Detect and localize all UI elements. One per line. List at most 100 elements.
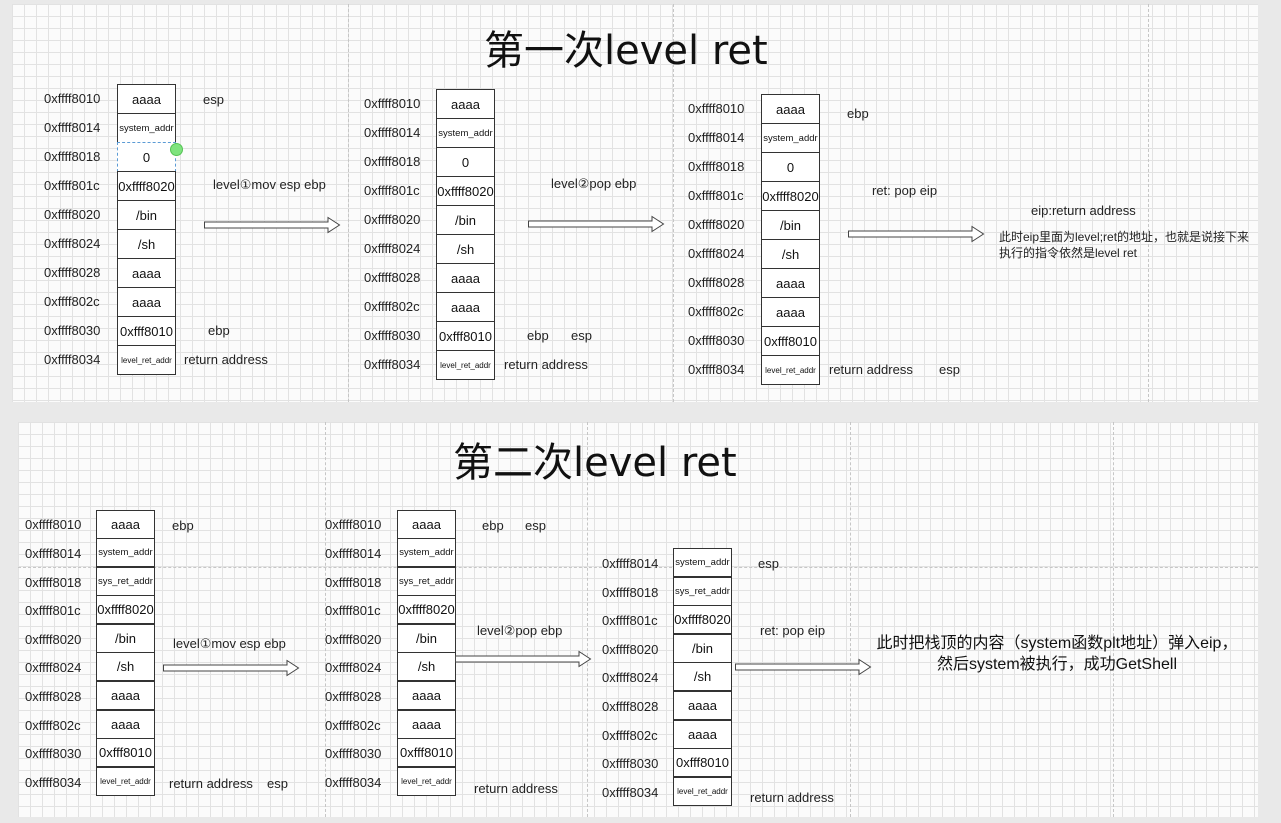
stack-cell[interactable]: 0xfff8010 [117,316,176,346]
return-address-label: return address [184,352,268,367]
stack-cell[interactable]: /bin [96,624,155,653]
stack-cell[interactable]: level_ret_addr [397,767,456,796]
stack-address: 0xffff8034 [325,775,382,790]
stack-cell[interactable]: aaaa [436,263,495,293]
stack-address: 0xffff8020 [364,212,421,227]
note-line: 然后system被执行，成功GetShell [936,656,1178,673]
register-label-esp: esp [571,328,592,343]
stack-cell[interactable]: 0xffff8020 [436,176,495,206]
stack-address: 0xffff8024 [602,670,659,685]
stack-cell[interactable]: /sh [397,652,456,681]
guide-line [1113,422,1114,817]
stack-address: 0xffff802c [602,728,658,743]
stack-cell[interactable]: 0 [436,147,495,177]
stack-cell[interactable]: level_ret_addr [117,345,176,375]
stack-address: 0xffff802c [688,304,744,319]
stack-cell[interactable]: aaaa [96,510,155,539]
stack-cell[interactable]: level_ret_addr [96,767,155,796]
stack-cell[interactable]: system_addr [397,538,456,567]
stack-cell[interactable]: aaaa [397,710,456,739]
stack-cell[interactable]: aaaa [117,287,176,317]
stack-cell[interactable]: system_addr [761,123,820,153]
stack-address: 0xffff801c [364,183,420,198]
stack-cell[interactable]: /bin [117,200,176,230]
register-label-esp: esp [267,776,288,791]
stack-address: 0xffff8020 [44,207,101,222]
stack-cell[interactable]: aaaa [436,89,495,119]
stack-cell[interactable]: aaaa [673,720,732,749]
stack-cell[interactable]: /sh [436,234,495,264]
stack-cell[interactable]: aaaa [397,681,456,710]
stack-address: 0xffff8028 [25,689,82,704]
stack-cell[interactable]: 0xfff8010 [397,738,456,767]
stack-address: 0xffff801c [325,603,381,618]
stack-cell[interactable]: level_ret_addr [761,355,820,385]
stack-cell[interactable]: /sh [761,239,820,269]
stack-cell[interactable]: system_addr [436,118,495,148]
stack-cell[interactable]: /bin [436,205,495,235]
stack-cell[interactable]: 0 [761,152,820,182]
stack-cell[interactable]: level_ret_addr [436,350,495,380]
stack-cell[interactable]: aaaa [96,710,155,739]
diagram-panel-first [12,4,1258,402]
stack-cell[interactable]: /bin [673,634,732,663]
register-label-esp: esp [758,556,779,571]
stack-address: 0xffff8014 [325,546,382,561]
stack-address: 0xffff8020 [25,632,82,647]
stack-cell[interactable]: aaaa [761,268,820,298]
stack-cell[interactable]: aaaa [761,94,820,124]
stack-cell[interactable]: 0xfff8010 [96,738,155,767]
arrow-icon [848,225,985,243]
stack-address: 0xffff8010 [364,96,421,111]
stack-cell[interactable]: /sh [117,229,176,259]
register-label-ebp: ebp [208,323,230,338]
stack-cell[interactable]: 0xffff8020 [117,171,176,201]
step-label: level②pop ebp [477,623,563,638]
stack-cell[interactable]: 0xfff8010 [673,748,732,777]
stack-cell[interactable]: level_ret_addr [673,777,732,806]
stack-address: 0xffff8010 [25,517,82,532]
arrow-icon [528,215,665,233]
stack-cell-selected[interactable]: 0 [117,142,176,172]
stack-cell[interactable]: aaaa [673,691,732,720]
stack-address: 0xffff8018 [44,149,101,164]
stack-cell[interactable]: /bin [761,210,820,240]
connection-handle[interactable] [170,143,183,156]
stack-address: 0xffff8020 [688,217,745,232]
stack-cell[interactable]: 0xffff8020 [397,595,456,624]
stack-cell[interactable]: 0xfff8010 [436,321,495,351]
stack-address: 0xffff8028 [602,699,659,714]
stack-cell[interactable]: aaaa [436,292,495,322]
stack-cell[interactable]: /sh [673,662,732,691]
return-address-label: return address [504,357,588,372]
guide-line [348,4,349,402]
stack-cell[interactable]: system_addr [673,548,732,577]
stack-cell[interactable]: aaaa [397,510,456,539]
stack-address: 0xffff8018 [325,575,382,590]
stack-cell[interactable]: aaaa [761,297,820,327]
register-label-esp: esp [525,518,546,533]
stack-cell[interactable]: system_addr [117,113,176,143]
stack-cell[interactable]: 0xffff8020 [761,181,820,211]
stack-cell[interactable]: system_addr [96,538,155,567]
stack-address: 0xffff8030 [602,756,659,771]
stack-cell[interactable]: sys_ret_addr [96,567,155,596]
stack-cell[interactable]: aaaa [117,258,176,288]
stack-address: 0xffff8028 [325,689,382,704]
stack-cell[interactable]: sys_ret_addr [673,577,732,606]
stack-cell[interactable]: /bin [397,624,456,653]
stack-address: 0xffff801c [25,603,81,618]
stack-cell[interactable]: aaaa [117,84,176,114]
stack-cell[interactable]: 0xffff8020 [673,605,732,634]
stack-cell[interactable]: aaaa [96,681,155,710]
guide-line [325,422,326,817]
stack-address: 0xffff8024 [364,241,421,256]
stack-cell[interactable]: sys_ret_addr [397,567,456,596]
register-label-ebp: ebp [172,518,194,533]
diagram-title: 第一次level ret [484,28,768,74]
stack-address: 0xffff8018 [688,159,745,174]
guide-line [587,422,588,817]
stack-cell[interactable]: 0xfff8010 [761,326,820,356]
stack-cell[interactable]: 0xffff8020 [96,595,155,624]
stack-cell[interactable]: /sh [96,652,155,681]
